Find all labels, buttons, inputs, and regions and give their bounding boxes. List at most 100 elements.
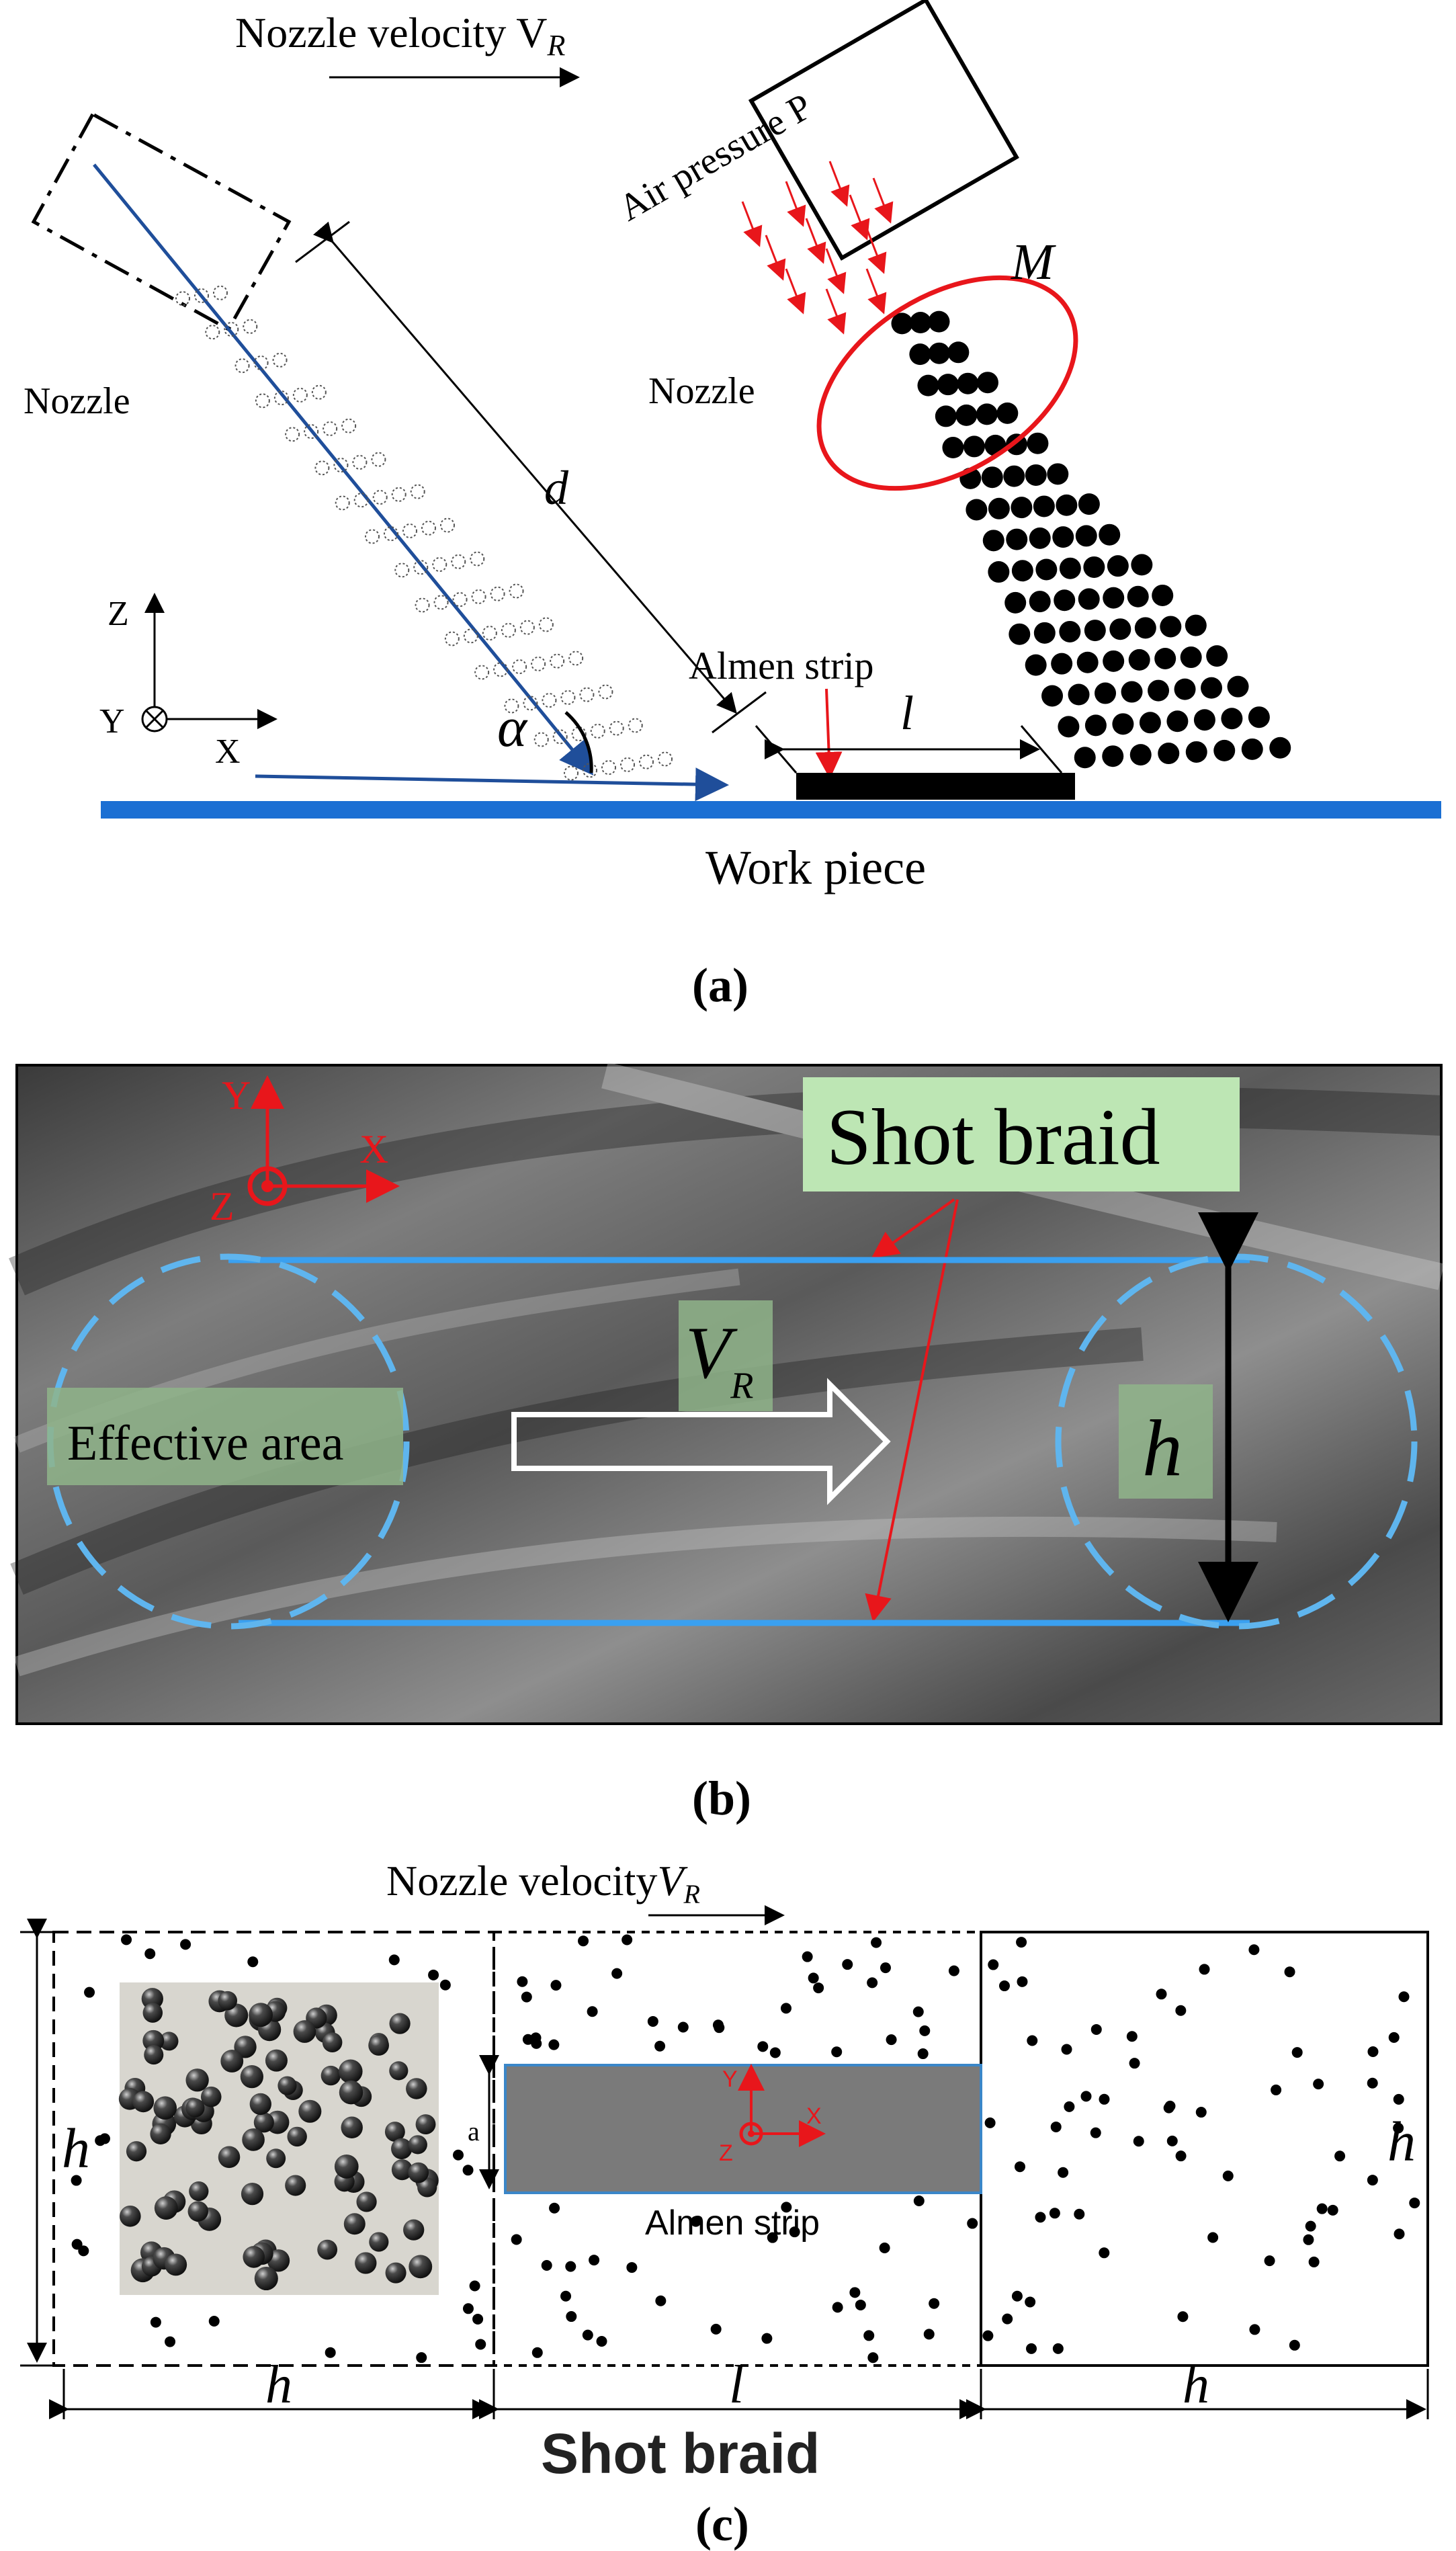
c-dot-62 xyxy=(511,2234,522,2245)
c-almen-strip-label: Almen strip xyxy=(645,2204,820,2243)
c-dot-43 xyxy=(831,2046,843,2058)
c-dot-114 xyxy=(1313,2079,1324,2090)
solid-shot-74 xyxy=(1058,716,1080,738)
solid-shot-20 xyxy=(981,466,1003,489)
c-dot-1 xyxy=(144,1948,156,1960)
photo-ball-82 xyxy=(220,2050,244,2073)
c-axis-x-label: X xyxy=(806,2103,822,2129)
c-dot-32 xyxy=(548,2039,560,2050)
caption-b-text: (b) xyxy=(692,1771,751,1825)
photo-ball-73 xyxy=(243,2246,265,2268)
solid-shot-25 xyxy=(988,497,1010,519)
hollow-shot-56 xyxy=(542,693,557,708)
photo-ball-92 xyxy=(408,2162,429,2183)
photo-ball-86 xyxy=(144,2045,164,2065)
solid-shots xyxy=(891,310,1291,769)
hollow-shot-23 xyxy=(372,490,388,505)
c-dot-132 xyxy=(1050,2121,1062,2132)
nozzle-left-outline xyxy=(31,112,292,332)
solid-shot-8 xyxy=(957,372,979,394)
hollow-shot-67 xyxy=(583,763,597,778)
solid-shot-38 xyxy=(1035,558,1058,581)
c-dot-16 xyxy=(462,2165,474,2176)
c-dot-37 xyxy=(578,1935,589,1947)
c-dot-58 xyxy=(566,2311,577,2323)
photo-ball-34 xyxy=(389,2061,409,2081)
hollow-shot-4 xyxy=(224,322,239,337)
m-ellipse xyxy=(816,275,1078,491)
photo-ball-77 xyxy=(341,2116,363,2138)
c-dot-14 xyxy=(453,2149,464,2161)
m-label: M xyxy=(1011,234,1056,290)
photo-ball-66 xyxy=(322,2032,343,2052)
solid-shot-13 xyxy=(996,402,1019,424)
photo-ball-11 xyxy=(415,2114,436,2135)
solid-shot-11 xyxy=(955,404,978,426)
solid-shot-23 xyxy=(1047,463,1069,485)
c-dot-108 xyxy=(1177,2311,1189,2323)
c-dot-106 xyxy=(1074,2208,1085,2220)
photo-ball-65 xyxy=(417,2177,437,2198)
c-dot-117 xyxy=(1303,2234,1314,2245)
c-dot-73 xyxy=(879,2242,890,2253)
c-dot-49 xyxy=(802,1951,813,1962)
horizontal-arrow xyxy=(255,767,729,802)
c-dot-46 xyxy=(712,2019,724,2031)
c-dot-63 xyxy=(849,2287,861,2298)
d-dimension-line xyxy=(313,221,737,714)
hollow-shot-6 xyxy=(234,358,250,374)
solid-shot-41 xyxy=(1107,555,1129,577)
c-dot-28 xyxy=(880,1962,891,1974)
nozzle-velocity-label: Nozzle velocity VR xyxy=(235,9,565,62)
solid-shot-73 xyxy=(1227,675,1249,698)
hollow-shot-8 xyxy=(272,352,288,368)
c-dot-6 xyxy=(78,2245,89,2257)
air-arrow-0 xyxy=(741,201,763,247)
c-dot-95 xyxy=(1316,2203,1328,2214)
solid-shot-83 xyxy=(1102,745,1124,767)
c-shot-braid-label: Shot braid xyxy=(541,2422,820,2485)
hollow-shot-61 xyxy=(552,729,568,745)
caption-c: (c) xyxy=(695,2497,749,2551)
c-dot-59 xyxy=(582,2329,593,2341)
c-dot-144 xyxy=(1035,2212,1046,2223)
solid-shot-56 xyxy=(1160,616,1182,638)
photo-ball-69 xyxy=(234,2036,257,2058)
photo-ball-81 xyxy=(126,2141,147,2162)
hollow-shot-45 xyxy=(501,622,516,638)
photo-ball-56 xyxy=(254,2266,278,2291)
vr-label-v: V xyxy=(685,1312,738,1394)
axis-x-label: X xyxy=(215,733,241,771)
panel-b: Y X Z Shot braid Effective area VR h (b) xyxy=(9,1062,1445,1825)
hollow-shot-39 xyxy=(471,589,486,604)
hollow-shot-2 xyxy=(213,285,228,300)
c-dot-110 xyxy=(1099,2247,1110,2259)
hollow-velocity-arrow xyxy=(511,1378,891,1505)
c-dot-120 xyxy=(1289,2339,1300,2351)
photo-ball-5 xyxy=(189,2181,209,2202)
h-label-bg xyxy=(1119,1384,1213,1499)
c-dot-55 xyxy=(808,1972,819,1984)
hollow-shot-21 xyxy=(335,495,350,511)
c-axis-y-label: Y xyxy=(722,2066,738,2092)
solid-shot-18 xyxy=(1027,432,1049,454)
c-dot-93 xyxy=(1271,2084,1282,2095)
hollow-shot-71 xyxy=(658,751,673,767)
photo-ball-90 xyxy=(356,2191,377,2212)
c-dot-40 xyxy=(521,1991,532,2003)
nozzle-left-label: Nozzle xyxy=(24,380,130,422)
c-dot-76 xyxy=(929,2298,940,2309)
solid-shot-69 xyxy=(1121,681,1143,703)
solid-shot-15 xyxy=(963,435,985,458)
c-dot-30 xyxy=(647,2015,658,2027)
c-dot-36 xyxy=(550,1980,562,1991)
hollow-shot-12 xyxy=(311,384,327,400)
c-dot-5 xyxy=(180,1939,191,1950)
photo-ball-43 xyxy=(159,2032,179,2051)
solid-shot-59 xyxy=(1051,653,1073,675)
photo-ball-68 xyxy=(408,2135,427,2155)
c-box-middle xyxy=(493,1931,982,2367)
alpha-arc xyxy=(564,711,593,773)
c-dot-92 xyxy=(1090,2127,1101,2138)
